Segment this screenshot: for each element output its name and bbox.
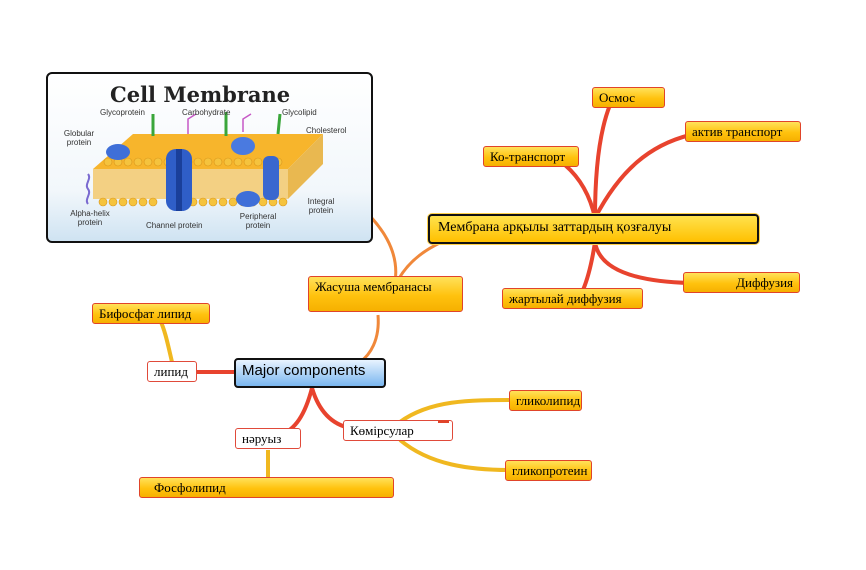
label-cholesterol: Cholesterol <box>306 126 347 135</box>
cotransport-node[interactable]: Ко-транспорт <box>483 146 579 167</box>
transport-topic-node[interactable]: Мембрана арқылы заттардың қозғалуы <box>428 214 759 244</box>
protein-node[interactable]: нәруыз <box>235 428 301 449</box>
diffusion-node[interactable]: Диффузия <box>683 272 800 293</box>
label-globular-protein: Globular protein <box>63 129 95 147</box>
label-integral-protein: Integral protein <box>307 197 335 215</box>
carbohydrate-node[interactable]: Көмірсулар <box>343 420 453 441</box>
image-title: Cell Membrane <box>110 82 291 107</box>
label-glycolipid: Glycolipid <box>282 108 317 117</box>
partial-diffusion-node[interactable]: жартылай диффузия <box>502 288 643 309</box>
label-channel-protein: Channel protein <box>146 221 203 230</box>
osmosis-node[interactable]: Осмос <box>592 87 665 108</box>
central-topic-node[interactable]: Major components <box>234 358 386 388</box>
glycolipid-node[interactable]: гликолипид <box>509 390 582 411</box>
label-carbohydrate: Carbohydrate <box>182 108 231 117</box>
label-alpha-helix-protein: Alpha-helix protein <box>70 209 110 227</box>
phospholipid-node[interactable]: Фосфолипид <box>139 477 394 498</box>
glycoprotein-node[interactable]: гликопротеин <box>505 460 592 481</box>
carbohydrate-marker <box>438 420 449 423</box>
membrane-illustration <box>85 112 323 211</box>
biphosphate-lipid-node[interactable]: Бифосфат липид <box>92 303 210 324</box>
lipid-node[interactable]: липид <box>147 361 197 382</box>
label-glycoprotein: Glycoprotein <box>100 108 145 117</box>
active-transport-node[interactable]: актив транспорт <box>685 121 801 142</box>
main-topic-node[interactable]: Жасуша мембранасы <box>308 276 463 312</box>
cell-membrane-image: Cell Membrane <box>46 72 373 243</box>
label-peripheral-protein: Peripheral protein <box>239 212 277 230</box>
